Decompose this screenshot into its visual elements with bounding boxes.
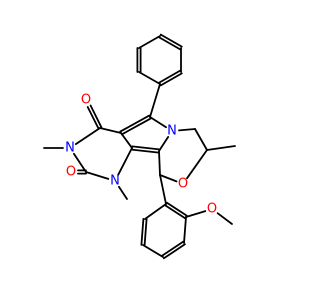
single-bond — [183, 216, 187, 244]
atom-label-background — [65, 166, 77, 178]
double-bond-line — [130, 148, 160, 154]
single-bond — [159, 174, 178, 183]
double-bond-line — [165, 201, 188, 217]
single-bond — [158, 135, 170, 152]
atom-o-label: O — [206, 202, 218, 217]
double-bond-line — [159, 33, 183, 48]
single-bond — [158, 150, 161, 176]
double-bond-line — [119, 114, 151, 133]
double-bond-line — [86, 106, 100, 130]
atom-label-background — [64, 142, 76, 154]
atom-label-background — [80, 94, 92, 106]
single-bond — [144, 203, 167, 220]
double-bond-line — [120, 117, 152, 136]
atom-o-text: O — [66, 165, 76, 180]
atom-n-text: N — [65, 141, 75, 156]
single-bond — [186, 149, 208, 180]
atom-label-background — [206, 203, 218, 215]
double-bond-line — [162, 243, 186, 260]
double-bond-line — [158, 69, 182, 84]
single-bond — [85, 171, 110, 180]
double-bond-line — [159, 72, 183, 87]
single-bond — [120, 132, 133, 149]
single-bond — [74, 127, 101, 146]
double-bond-line — [143, 218, 148, 247]
double-bond-line — [158, 36, 182, 51]
single-bond — [73, 152, 87, 173]
single-bond — [142, 244, 164, 258]
single-bond — [185, 210, 207, 218]
single-bond — [149, 83, 161, 118]
double-bond-line — [89, 104, 103, 129]
single-bond — [118, 185, 128, 200]
atom-o-label: O — [80, 93, 92, 108]
single-bond — [178, 128, 196, 132]
single-bond — [216, 212, 233, 225]
single-bond — [117, 147, 133, 176]
double-bond-line — [161, 240, 185, 257]
double-bond-line — [131, 145, 161, 151]
single-bond — [149, 116, 168, 129]
single-bond — [194, 128, 208, 151]
atom-o-text: O — [207, 202, 217, 217]
bonds-layer — [43, 33, 236, 260]
single-bond — [99, 127, 122, 134]
double-bond-line — [164, 204, 187, 220]
single-bond — [138, 71, 161, 85]
atom-o-text: O — [81, 93, 91, 108]
atom-n-label: N — [166, 124, 178, 139]
atom-n-text: N — [167, 124, 177, 139]
atom-o-text: O — [178, 177, 188, 192]
single-bond — [206, 145, 236, 151]
double-bond-line — [140, 217, 145, 246]
atom-n-text: N — [110, 174, 120, 189]
single-bond — [159, 174, 167, 205]
atom-n-label: N — [109, 174, 121, 189]
single-bond — [138, 35, 161, 49]
atom-label-background — [109, 175, 121, 187]
atom-label-background — [166, 125, 178, 137]
atom-label-background — [177, 178, 189, 190]
atom-o-label: O — [177, 177, 189, 192]
atom-o-label: O — [65, 165, 77, 180]
atom-n-label: N — [64, 141, 76, 156]
